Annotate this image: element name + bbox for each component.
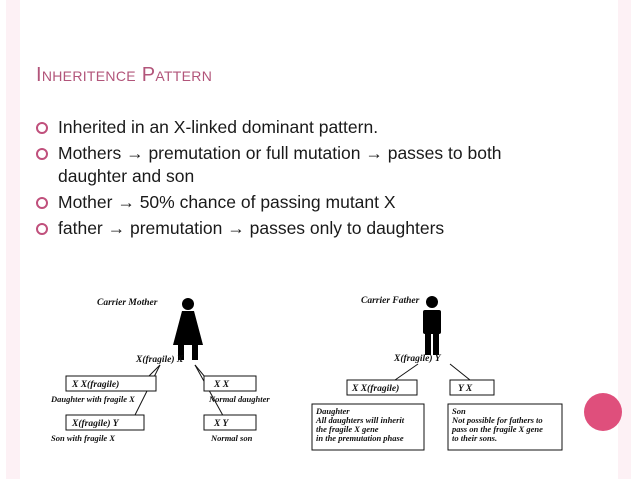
genotype-box — [449, 379, 495, 396]
genotype-box — [65, 375, 157, 392]
female-figure-icon — [173, 298, 203, 360]
note-line: Son — [452, 406, 466, 416]
slide-title: Inheritence Pattern — [36, 64, 213, 86]
genotype-text: X X — [213, 380, 230, 390]
mother-alleles: X(fragile) X — [135, 354, 184, 365]
child-label: Normal son — [210, 433, 253, 443]
note-line: to their sons. — [452, 433, 497, 443]
genotype-box — [203, 375, 257, 392]
son-note-box — [447, 403, 563, 451]
bullet-circle-icon — [36, 197, 48, 209]
genotype-text: X(fragile) Y — [71, 418, 120, 429]
bullet-text: Mothers → premutation or full mutation →… — [58, 143, 502, 186]
child-label: Son with fragile X — [51, 433, 115, 443]
genotype-box — [346, 379, 418, 396]
bullet-item: father → premutation → passes only to da… — [36, 217, 556, 240]
bullet-text: Mother → 50% chance of passing mutant X — [58, 192, 396, 212]
right-decor-bar — [618, 0, 631, 479]
male-figure-icon — [423, 296, 441, 355]
bullet-text: father → premutation → passes only to da… — [58, 218, 445, 238]
bullet-item: Inherited in an X-linked dominant patter… — [36, 116, 556, 139]
father-label: Carrier Father — [361, 296, 420, 306]
decorative-circle — [584, 393, 622, 431]
genotype-box — [65, 414, 145, 431]
note-line: Daughter — [315, 406, 350, 416]
child-label: Normal daughter — [208, 394, 270, 404]
child-label: Daughter with fragile X — [50, 394, 135, 404]
bullet-text: Inherited in an X-linked dominant patter… — [58, 117, 379, 137]
mother-label: Carrier Mother — [97, 298, 158, 308]
father-alleles: X(fragile) Y — [393, 353, 442, 364]
daughter-note-box — [311, 403, 425, 451]
note-line: Not possible for fathers to — [451, 415, 543, 425]
bullet-item: Mothers → premutation or full mutation →… — [36, 142, 556, 188]
bullet-circle-icon — [36, 122, 48, 134]
genotype-text: Y X — [458, 384, 473, 394]
genotype-text: X Y — [213, 419, 230, 429]
bullet-circle-icon — [36, 223, 48, 235]
father-branch-lines — [394, 363, 471, 381]
bullet-list: Inherited in an X-linked dominant patter… — [36, 116, 556, 243]
note-line: in the premutation phase — [316, 433, 404, 443]
note-line: the fragile X gene — [316, 424, 379, 434]
note-line: pass on the fragile X gene — [451, 424, 543, 434]
genotype-box — [203, 414, 257, 431]
mother-branch-lines — [131, 364, 227, 422]
left-decor-bar — [6, 0, 20, 479]
genotype-text: X X(fragile) — [71, 379, 119, 390]
genotype-text: X X(fragile) — [351, 383, 399, 394]
bullet-circle-icon — [36, 148, 48, 160]
bullet-item: Mother → 50% chance of passing mutant X — [36, 191, 556, 214]
note-line: All daughters will inherit — [315, 415, 405, 425]
